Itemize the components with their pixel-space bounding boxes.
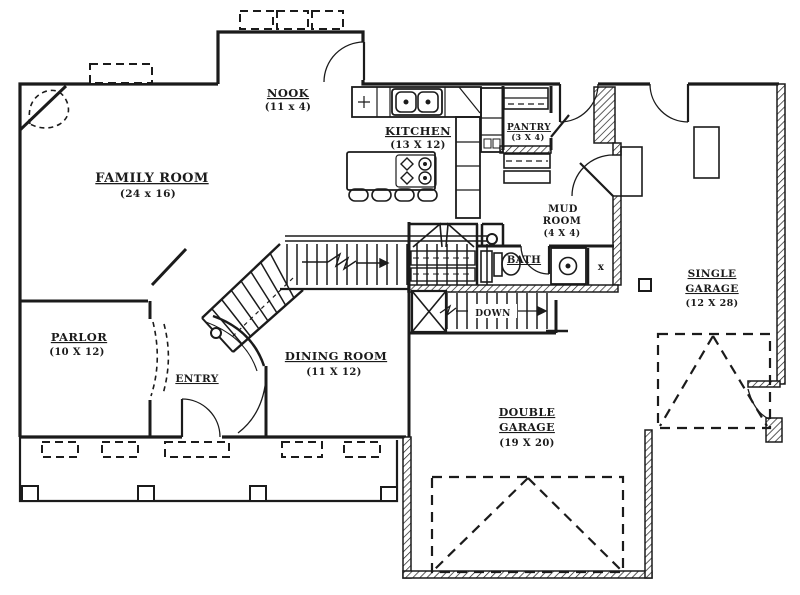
windows [41, 10, 381, 458]
stair-volute [210, 327, 222, 339]
mud-room-size: (4 X 4) [543, 228, 580, 239]
storage-closet-mark: x [598, 262, 605, 273]
hall-closet [410, 222, 476, 282]
down-arrow [439, 304, 548, 317]
stair-direction-arrow [302, 252, 390, 271]
garage-equipment [620, 126, 720, 292]
single-garage-label-1: SINGLE [688, 268, 737, 280]
kitchen-label: KITCHEN [385, 124, 451, 138]
family-room-size: (24 x 16) [120, 188, 176, 200]
utility-appliance [550, 247, 587, 285]
pantry-size: (3 X 4) [511, 132, 544, 142]
double-garage-label-1: DOUBLE [499, 406, 556, 419]
pantry-label: PANTRY [507, 123, 551, 133]
kitchen-counter-side [455, 116, 481, 219]
nook-label: NOOK [267, 86, 310, 100]
kitchen-island [346, 151, 436, 191]
hatched-walls [402, 83, 786, 579]
stairs-basement: DOWN [410, 289, 548, 334]
dining-room-label: DINING ROOM [285, 349, 387, 363]
pantry-shelves [503, 87, 551, 184]
mechanical-unit [693, 126, 720, 179]
porch-posts [21, 485, 398, 502]
room-labels: FAMILY ROOM (24 x 16) NOOK (11 x 4) KITC… [49, 86, 738, 449]
newel-post [486, 233, 498, 245]
bar-stools [348, 188, 438, 202]
bath-vanity [480, 250, 493, 283]
kitchen-size: (13 X 12) [390, 140, 446, 151]
mud-room-label-1: MUD [548, 204, 578, 215]
nook-size: (11 x 4) [265, 102, 311, 113]
refrigerator [480, 87, 504, 153]
stair-down-label: DOWN [475, 309, 511, 319]
parlor-size: (10 X 12) [49, 347, 105, 358]
parlor-label: PARLOR [51, 330, 107, 344]
bath-label: BATH [507, 255, 541, 266]
toilet-bowl [501, 252, 521, 276]
cased-opening-dashes [150, 321, 170, 397]
kitchen-fixtures [346, 86, 504, 219]
entry-label: ENTRY [175, 373, 218, 385]
porch [18, 437, 399, 503]
single-garage-size: (12 X 28) [685, 298, 738, 309]
double-garage-label-2: GARAGE [499, 421, 555, 434]
double-garage-size: (19 X 20) [499, 438, 555, 449]
corner-fireplace [18, 84, 70, 132]
doors [180, 41, 770, 438]
mud-room-label-2: ROOM [543, 216, 581, 227]
kitchen-sink [391, 88, 443, 116]
door-swings [181, 41, 770, 438]
down-label-backing [469, 304, 517, 318]
structural-post [638, 278, 652, 292]
garage-roof-outlines [430, 332, 772, 574]
single-garage-label-2: GARAGE [685, 283, 738, 295]
island-cooktop [395, 154, 437, 188]
dining-room-size: (11 X 12) [306, 367, 362, 378]
door-leaves [180, 42, 690, 437]
built-in-cabinet [620, 146, 643, 197]
bath-fixtures [480, 247, 587, 285]
family-room-label: FAMILY ROOM [95, 171, 208, 186]
